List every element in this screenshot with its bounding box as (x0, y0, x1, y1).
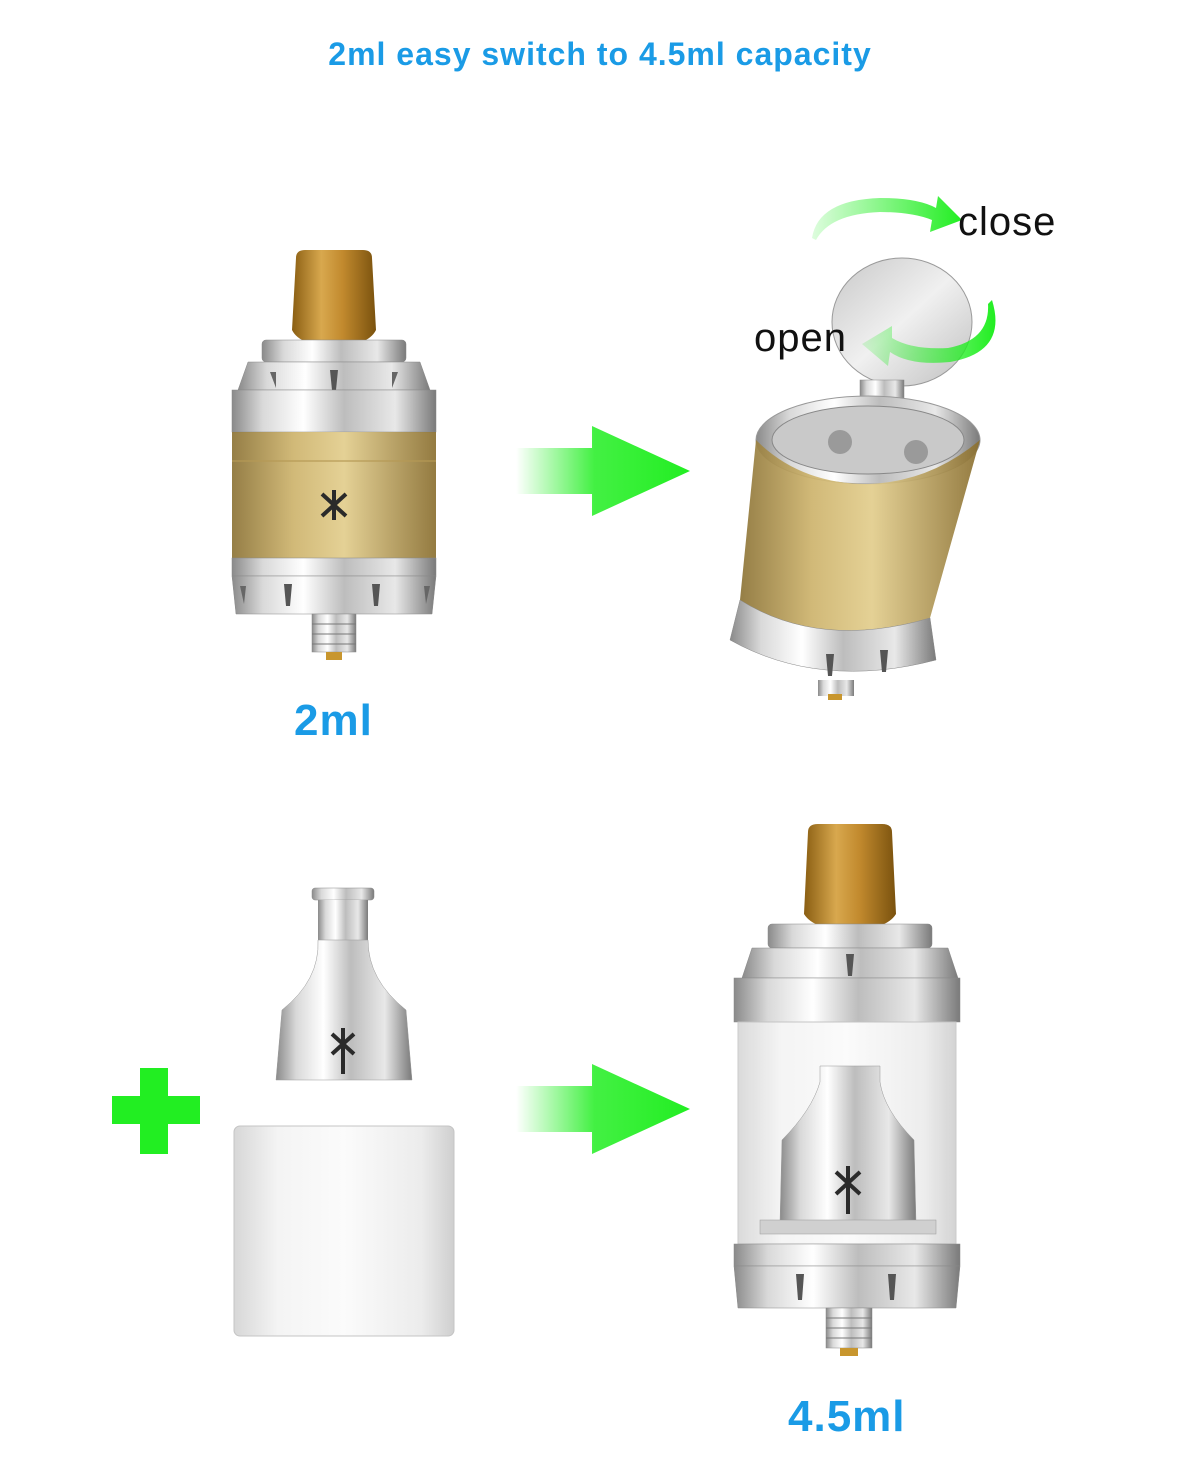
capacity-label-large: 4.5ml (788, 1392, 906, 1441)
close-label: close (958, 200, 1057, 244)
plus-icon (112, 1068, 200, 1154)
right-arrow-icon (516, 426, 690, 516)
open-label: open (754, 316, 847, 360)
right-arrow-icon (516, 1064, 690, 1154)
atomizer-4-5ml (733, 824, 961, 1356)
rotation-arrow-icon (812, 196, 996, 366)
capacity-label-small: 2ml (294, 696, 373, 745)
atomizer-open (729, 257, 981, 700)
chimney-part (275, 887, 413, 1081)
atomizer-2ml (231, 250, 437, 660)
page-title: 2ml easy switch to 4.5ml capacity (328, 36, 872, 72)
brand-logo-icon (834, 1166, 862, 1214)
glass-tube-part (233, 1125, 455, 1337)
brand-logo-icon (320, 490, 348, 520)
brand-logo-icon (330, 1028, 356, 1074)
